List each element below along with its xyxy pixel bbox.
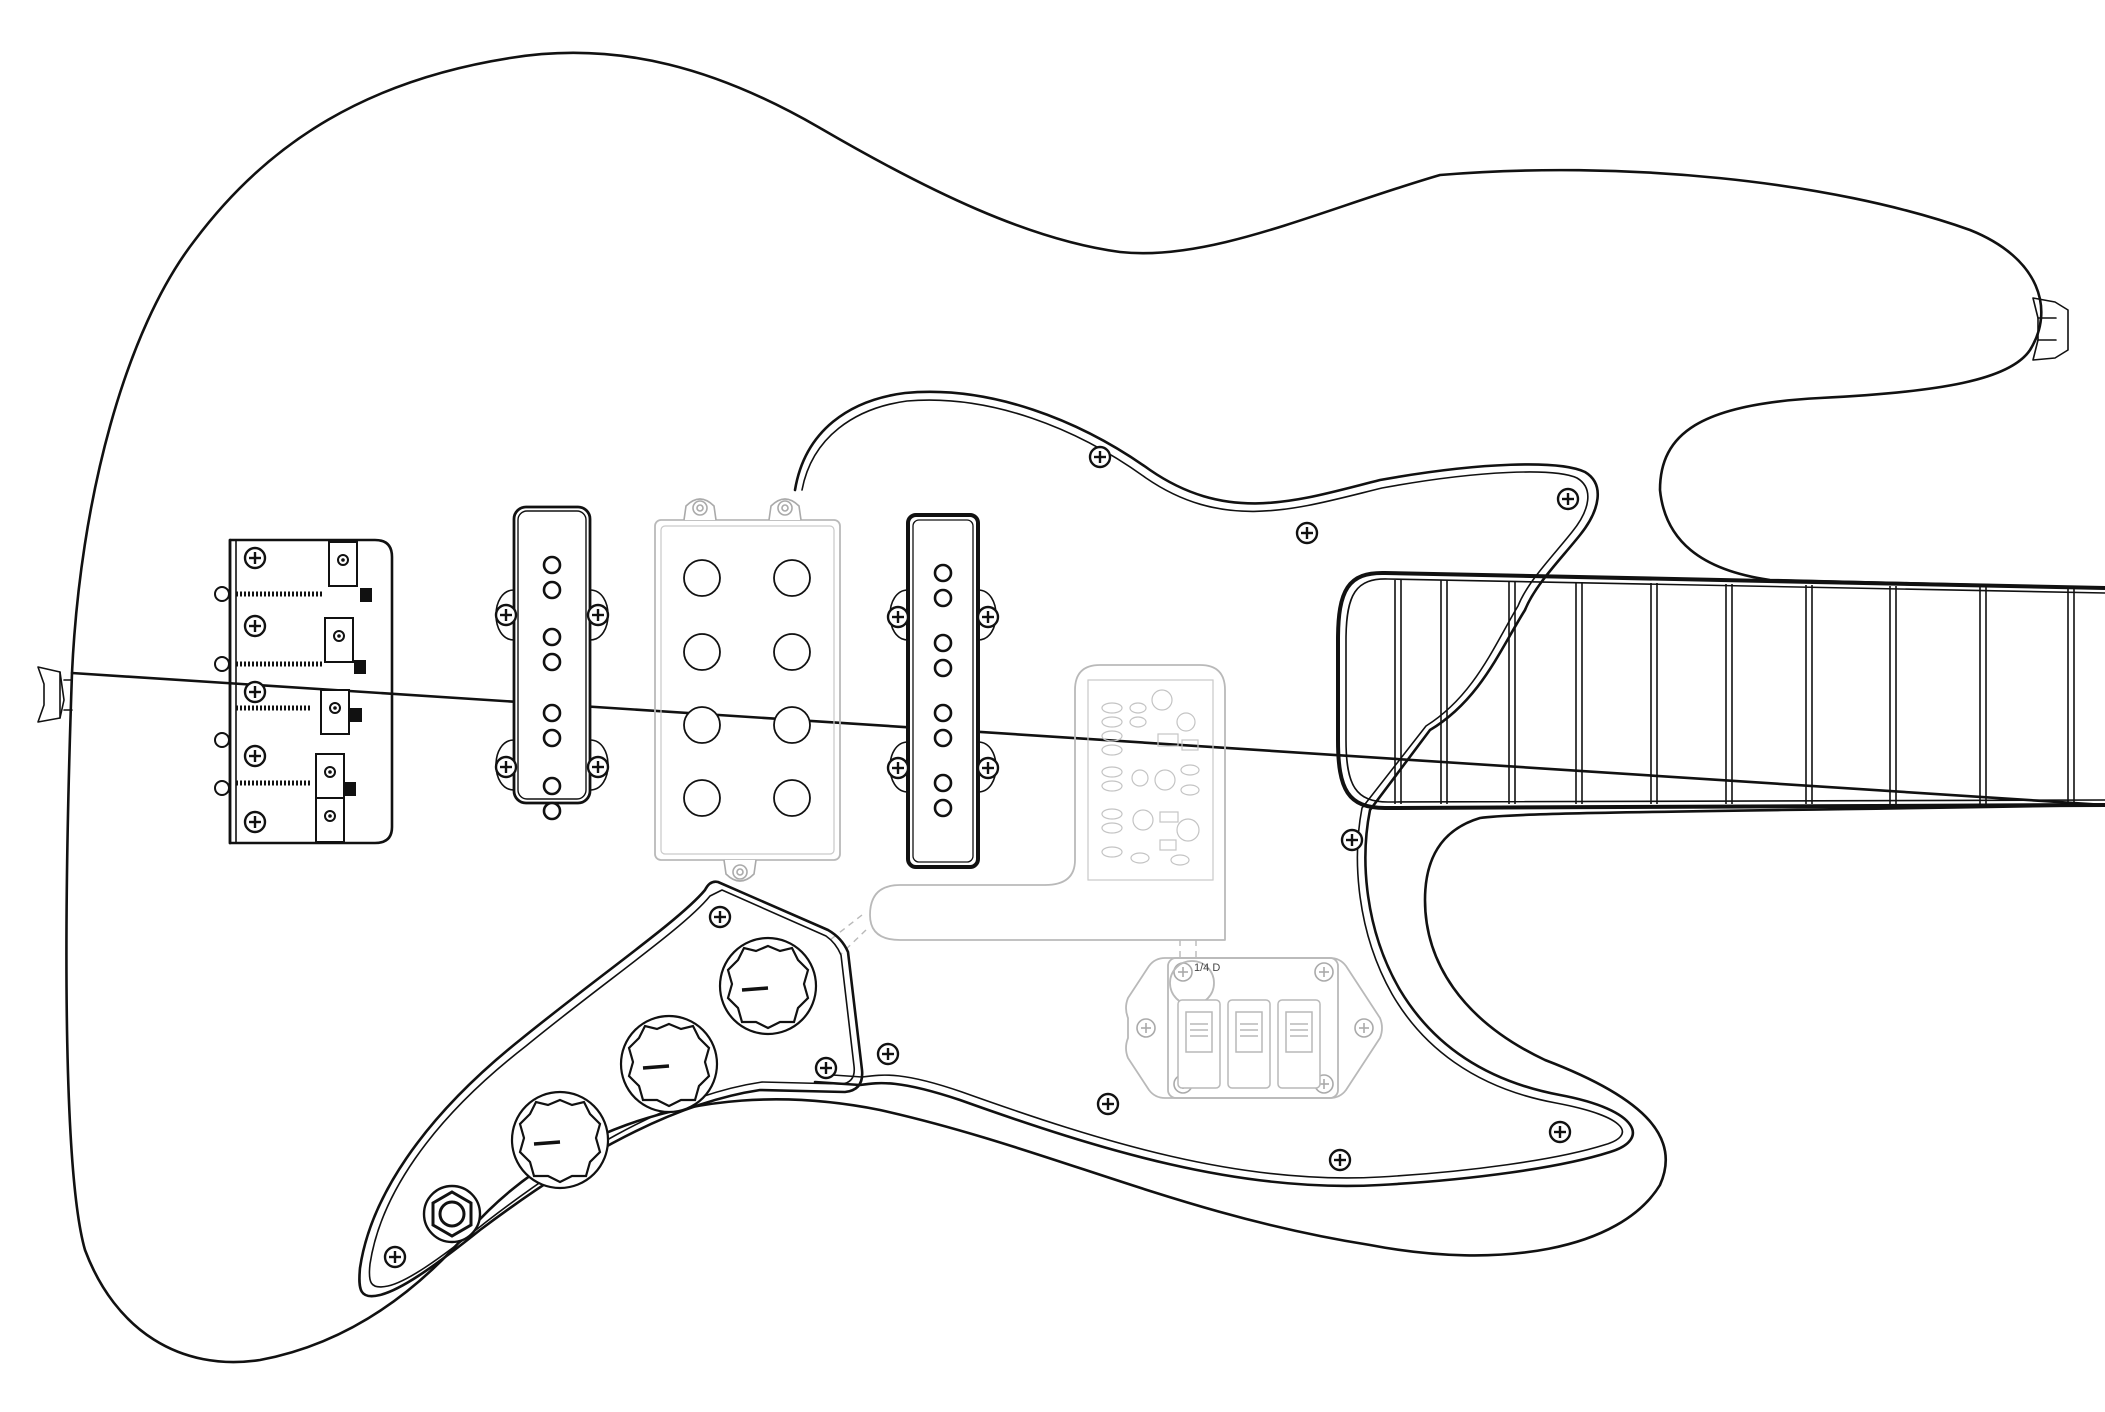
strap-button-left: [37, 666, 73, 723]
strap-button-right: [2032, 297, 2069, 361]
humbucker-pickup: [654, 498, 841, 882]
bridge-springs: [236, 591, 322, 786]
volume-knob[interactable]: [718, 936, 818, 1036]
pickguard: [793, 390, 1635, 1188]
body-outline: [70, 51, 2105, 675]
output-jack: [422, 1184, 482, 1244]
circuit-board-sketch: [1101, 689, 1200, 866]
pole-pieces-front: [933, 563, 953, 818]
drill-note-label: 1/4 D: [1194, 962, 1220, 974]
fretboard: [1336, 570, 2105, 810]
control-plate: [358, 880, 864, 1298]
humbucker-mount-tabs: [683, 498, 802, 882]
control-cavity-outline: [829, 664, 1226, 958]
bridge: [214, 538, 394, 845]
bridge-saddles: [315, 541, 372, 843]
fret-wires: [1394, 580, 2075, 804]
humbucker-poles: [683, 559, 811, 817]
jbass-pickup-front: [886, 513, 1000, 869]
bridge-screws: [243, 546, 267, 834]
pole-pieces: [542, 555, 562, 821]
mini-switches: [1177, 999, 1321, 1089]
jbass-pickup-rear: [494, 505, 610, 821]
pickguard-inner-edge: [801, 399, 1624, 1179]
switch-plate: 1/4 D: [1125, 957, 1383, 1099]
body-lower-outline: [65, 671, 2105, 1364]
tone-knob[interactable]: [619, 1014, 719, 1114]
blend-knob[interactable]: [510, 1090, 610, 1190]
bridge-string-anchors: [214, 586, 230, 796]
